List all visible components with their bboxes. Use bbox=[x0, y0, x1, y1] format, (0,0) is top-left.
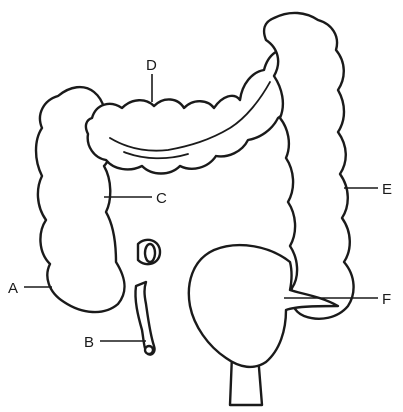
label-e: E bbox=[382, 181, 392, 198]
appendix bbox=[135, 282, 154, 355]
label-d: D bbox=[146, 57, 157, 74]
appendix-tip bbox=[145, 346, 153, 354]
label-c: C bbox=[156, 190, 167, 207]
label-f: F bbox=[382, 291, 391, 308]
transverse-colon bbox=[86, 49, 297, 174]
ileum-opening bbox=[145, 244, 155, 262]
label-a: A bbox=[8, 280, 18, 297]
label-b: B bbox=[84, 334, 94, 351]
